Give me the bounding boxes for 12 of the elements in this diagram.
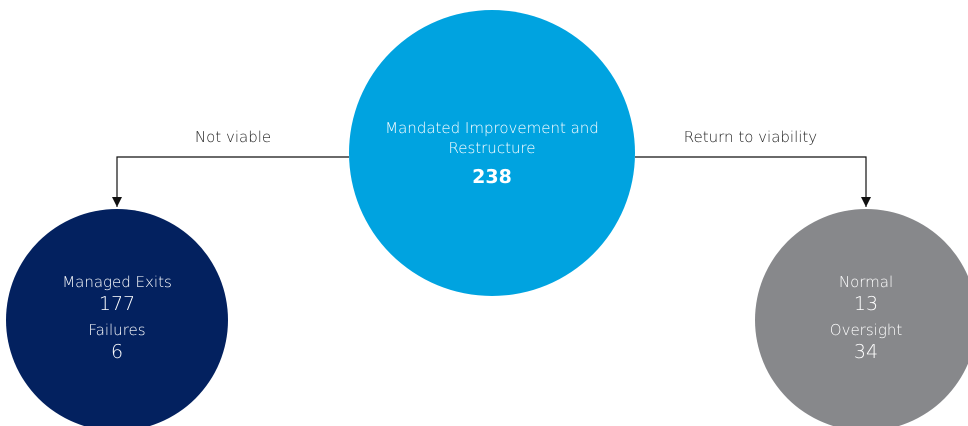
node-title: Failures: [88, 320, 146, 340]
count-value: 177: [98, 293, 136, 315]
node-title: Normal: [838, 272, 894, 292]
node-title: Managed Exits: [62, 272, 172, 292]
node-title: Oversight: [830, 320, 902, 340]
count-value: 13: [854, 293, 878, 315]
node-title: Mandated Improvement and Restructure: [384, 118, 600, 158]
count-value: 6: [110, 341, 124, 364]
arrow: [112, 156, 350, 207]
count-value: 34: [854, 341, 878, 364]
arrow: [634, 156, 871, 207]
count-value: 238: [472, 166, 512, 188]
